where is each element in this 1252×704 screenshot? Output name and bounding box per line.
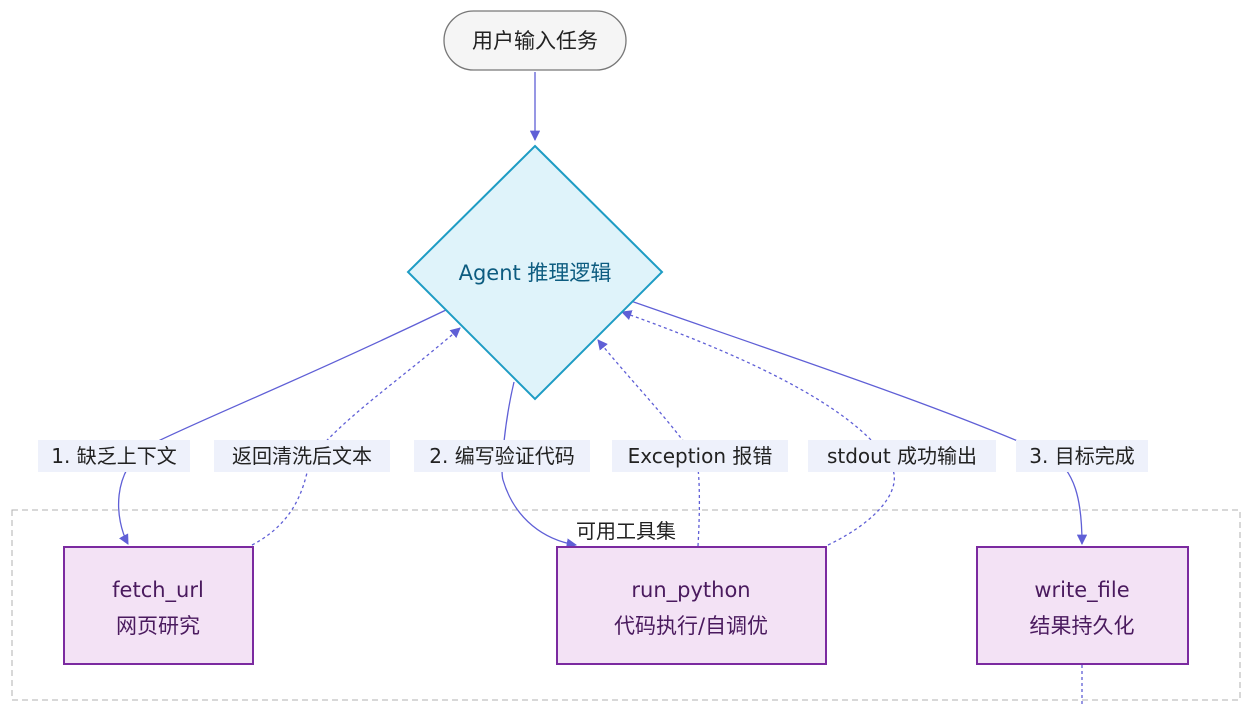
agent-node-label: Agent 推理逻辑 <box>459 261 612 285</box>
edge-agent-to-write-file <box>627 299 1088 546</box>
edge-agent-to-run-python <box>501 381 578 549</box>
tool-node-run-python: run_python 代码执行/自调优 <box>556 546 827 665</box>
edge-label-4: Exception 报错 <box>612 440 788 472</box>
edge-agent-to-fetch-url <box>117 309 447 545</box>
fetch-url-name: fetch_url <box>112 578 204 603</box>
edge-label-2-text: 返回清洗后文本 <box>232 444 372 468</box>
start-node <box>443 10 627 71</box>
edge-label-5-text: stdout 成功输出 <box>827 444 977 468</box>
tool-group-box <box>11 509 1241 701</box>
run-python-desc: 代码执行/自调优 <box>614 614 768 638</box>
edge-label-3-text: 2. 编写验证代码 <box>429 444 574 468</box>
run-python-name: run_python <box>631 578 750 603</box>
agent-decision-node <box>406 144 664 401</box>
edge-label-6: 3. 目标完成 <box>1016 440 1148 472</box>
edge-label-1: 1. 缺乏上下文 <box>38 440 190 472</box>
edge-fetch-url-to-agent <box>251 327 461 546</box>
fetch-url-desc: 网页研究 <box>116 614 200 638</box>
tool-node-fetch-url: fetch_url 网页研究 <box>63 546 254 665</box>
edge-label-1-text: 1. 缺乏上下文 <box>51 444 176 468</box>
write-file-name: write_file <box>1034 578 1129 603</box>
edge-label-6-text: 3. 目标完成 <box>1029 444 1134 468</box>
start-node-label: 用户输入任务 <box>472 29 598 53</box>
tool-group-label: 可用工具集 <box>576 519 676 543</box>
tool-node-write-file: write_file 结果持久化 <box>976 546 1189 665</box>
edge-label-4-text: Exception 报错 <box>628 444 773 468</box>
edge-label-2: 返回清洗后文本 <box>214 440 390 472</box>
write-file-desc: 结果持久化 <box>1030 614 1135 638</box>
edge-label-3: 2. 编写验证代码 <box>414 440 590 472</box>
edge-label-5: stdout 成功输出 <box>808 440 996 472</box>
